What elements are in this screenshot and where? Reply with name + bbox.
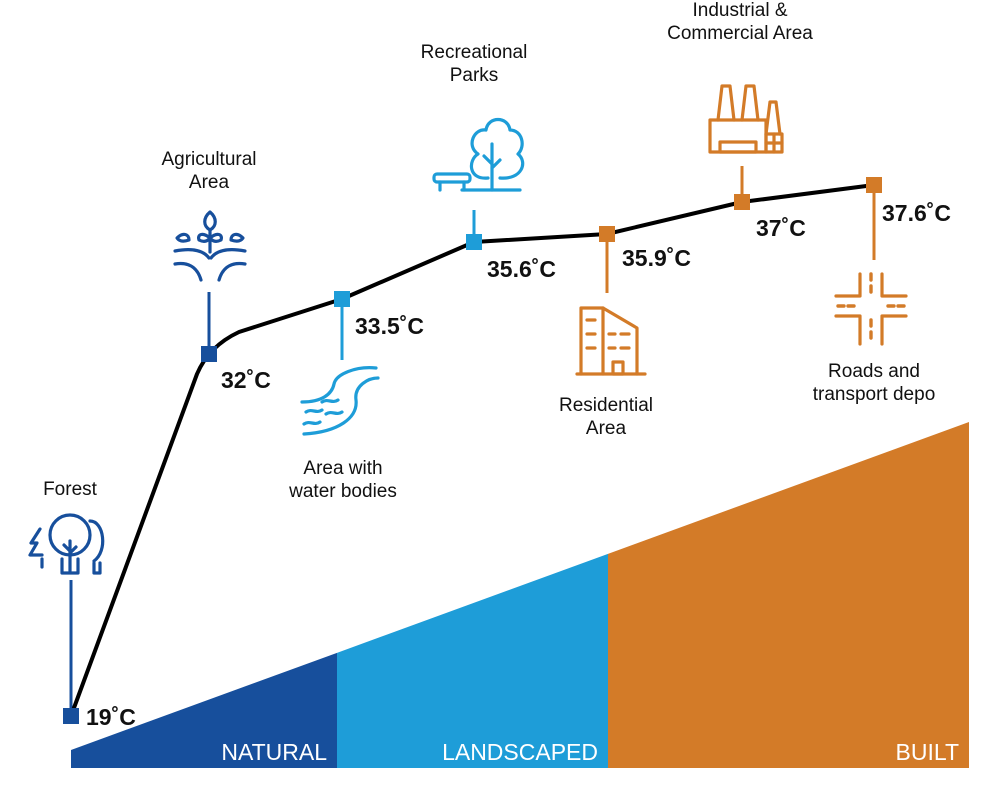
band-landscaped [337, 553, 608, 768]
value-label-area-with-water-bodies: 33.5˚C [355, 313, 424, 339]
park-icon [432, 117, 525, 192]
marker-industrial-commercial-area [734, 194, 750, 210]
value-label-residential-area: 35.9˚C [622, 245, 691, 271]
value-label-roads-and-transport-depo: 37.6˚C [882, 200, 951, 226]
band-built [608, 422, 969, 768]
factory-icon [708, 84, 784, 154]
band-label-natural: NATURAL [221, 739, 327, 765]
value-label-recreational-parks: 35.6˚C [487, 256, 556, 282]
marker-area-with-water-bodies [334, 291, 350, 307]
markers [63, 177, 882, 724]
temperature-line [69, 183, 876, 718]
agriculture-icon [173, 210, 247, 282]
value-label-forest: 19˚C [86, 704, 136, 730]
road-intersection-icon [834, 272, 908, 346]
category-label-industrial-commercial-area: Industrial &Commercial Area [667, 0, 813, 44]
building-icon [575, 306, 647, 376]
river-icon [300, 366, 380, 436]
marker-recreational-parks [466, 234, 482, 250]
forest-icon [28, 513, 105, 575]
marker-roads-and-transport-depo [866, 177, 882, 193]
marker-agricultural-area [201, 346, 217, 362]
category-label-forest: Forest [43, 479, 98, 500]
band-label-landscaped: LANDSCAPED [442, 739, 598, 765]
band-label-built: BUILT [896, 739, 959, 765]
value-label-agricultural-area: 32˚C [221, 367, 271, 393]
icons [28, 84, 908, 575]
band-natural [71, 652, 337, 768]
land-use-wedge: NATURAL LANDSCAPED BUILT [71, 422, 969, 768]
value-label-industrial-commercial-area: 37˚C [756, 215, 806, 241]
marker-forest [63, 708, 79, 724]
marker-residential-area [599, 226, 615, 242]
